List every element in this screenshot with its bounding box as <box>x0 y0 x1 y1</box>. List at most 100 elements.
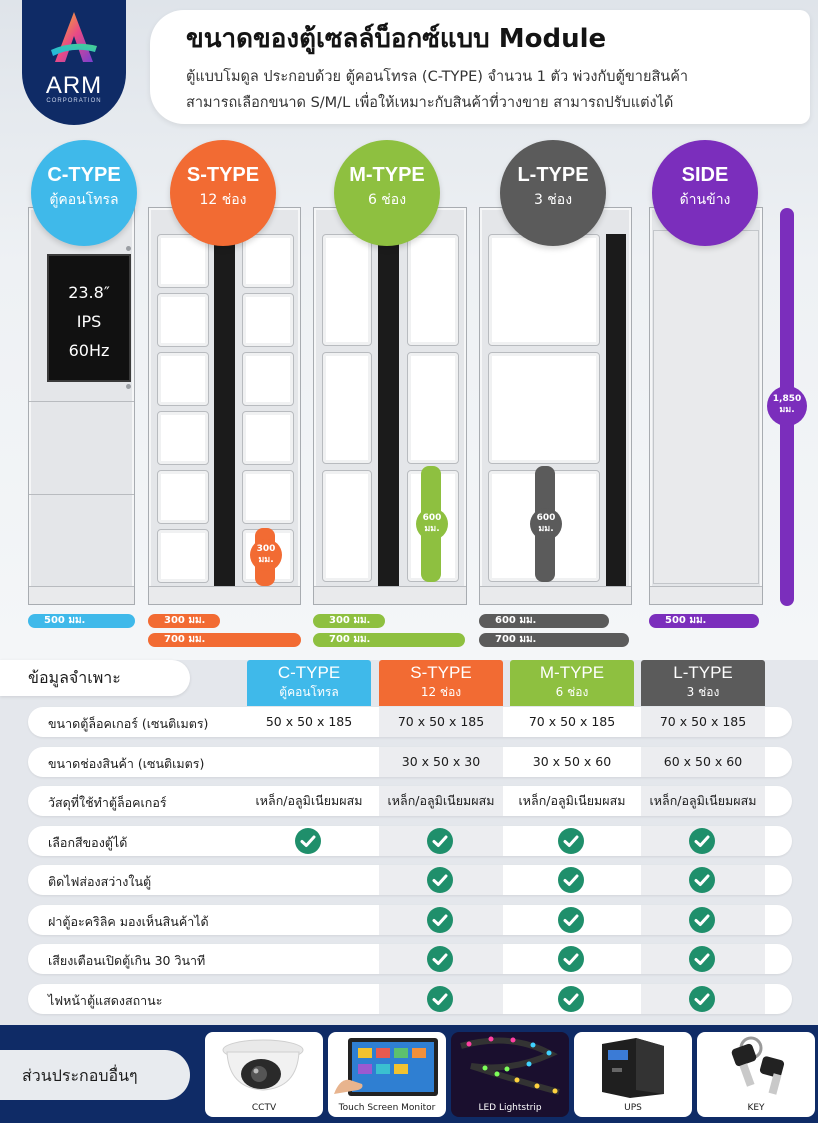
spec-cell <box>510 905 634 935</box>
screen-rate: 60Hz <box>68 341 110 360</box>
screen-panel: IPS <box>76 312 102 331</box>
dimension-value: 1,850 <box>772 394 802 404</box>
locker-compartment <box>407 352 459 464</box>
locker-compartment <box>488 234 600 346</box>
column-subtitle: ตู้คอนโทรล <box>279 685 339 699</box>
column-subtitle: 12 ช่อง <box>420 685 462 699</box>
cabinet-base <box>29 586 134 604</box>
check-icon <box>689 906 715 944</box>
cabinet-c-type: 23.8″ IPS 60Hz <box>28 207 135 605</box>
locker-compartment <box>157 411 209 465</box>
spec-cell <box>379 825 503 856</box>
dimension-unit: มม. <box>538 524 554 534</box>
check-icon <box>558 906 584 944</box>
spec-cell <box>510 944 634 974</box>
s-slot-width-bar: 300 มม. <box>148 614 220 628</box>
module-title: L-TYPE <box>517 164 589 186</box>
module-badge-side: SIDE ด้านข้าง <box>652 140 758 246</box>
spec-cell <box>641 825 765 856</box>
spec-row-label: วัสดุที่ใช้ทำตู้ล็อคเกอร์ <box>48 795 167 810</box>
check-icon <box>427 906 453 944</box>
touch-monitor-icon <box>334 1038 438 1096</box>
dimension-unit: มม. <box>779 405 795 415</box>
spec-cell: เหล็ก/อลูมิเนียมผสม <box>518 793 626 808</box>
spec-column-l-type: L-TYPE 3 ช่อง <box>641 660 765 706</box>
locker-compartment <box>157 293 209 347</box>
spec-cell <box>247 747 371 777</box>
locker-compartment <box>157 352 209 406</box>
spec-row-label: ขนาดตู้ล็อคเกอร์ (เซนติเมตร) <box>48 716 209 731</box>
check-icon <box>427 827 453 865</box>
spec-cell <box>510 826 634 856</box>
spec-cell: 50 x 50 x 185 <box>265 714 353 729</box>
dimension-value: 600 <box>422 513 442 523</box>
column-title: S-TYPE <box>410 663 472 682</box>
spec-column-c-type: C-TYPE ตู้คอนโทรล <box>247 660 371 706</box>
accessory-led-lightstrip: LED Lightstrip <box>451 1032 569 1117</box>
spec-cell <box>641 944 765 974</box>
dimension-value: 600 <box>536 513 556 523</box>
dimension-unit: มม. <box>258 555 274 565</box>
locker-compartment <box>407 234 459 346</box>
spec-row-label: ไฟหน้าตู้แสดงสถานะ <box>48 992 163 1008</box>
m-slot-width-bar: 300 มม. <box>313 614 385 628</box>
spec-cell: 30 x 50 x 30 <box>379 746 503 777</box>
check-icon <box>689 827 715 865</box>
s-slot-height-badge: 300 มม. <box>250 539 282 571</box>
locker-compartment <box>242 234 294 288</box>
check-icon <box>558 946 584 983</box>
locker-compartment <box>157 470 209 524</box>
spec-label-pill <box>0 660 190 696</box>
led-strip-icon <box>460 1036 560 1095</box>
spec-row: วัสดุที่ใช้ทำตู้ล็อคเกอร์ เหล็ก/อลูมิเนีย… <box>28 786 792 816</box>
spec-cell: 60 x 50 x 60 <box>641 746 765 777</box>
locker-compartment <box>322 352 372 464</box>
cabinet-side <box>649 207 763 605</box>
spec-row: ติดไฟส่องสว่างในตู้ <box>28 865 792 895</box>
hinge-dot <box>126 246 131 251</box>
header-panel <box>150 10 810 124</box>
cabinet-divider-bar <box>214 234 235 586</box>
page-title: ขนาดของตู้เซลล์บ็อกซ์แบบ Module <box>186 24 607 54</box>
locker-compartment <box>488 352 600 464</box>
spec-cell <box>247 905 371 935</box>
key-icon <box>731 1036 785 1095</box>
module-subtitle: ตู้คอนโทรล <box>49 192 119 208</box>
spec-cell: 30 x 50 x 60 <box>532 753 612 769</box>
accessories-label-pill <box>0 1050 190 1100</box>
module-subtitle: ด้านข้าง <box>679 192 731 208</box>
accessory-label: KEY <box>747 1103 765 1113</box>
column-title: L-TYPE <box>673 663 733 682</box>
spec-cell <box>379 944 503 974</box>
accessory-label: UPS <box>624 1103 642 1113</box>
page-subtitle: ตู้แบบโมดูล ประกอบด้วย ตู้คอนโทรล (C-TYP… <box>186 64 806 116</box>
spec-cell: เหล็ก/อลูมิเนียมผสม <box>255 793 363 808</box>
dimension-unit: มม. <box>424 524 440 534</box>
brand-name: ARM <box>45 72 103 99</box>
locker-compartment <box>157 529 209 583</box>
locker-compartment <box>242 352 294 406</box>
spec-cell <box>510 865 634 895</box>
ups-icon <box>602 1038 664 1098</box>
check-icon <box>558 867 584 904</box>
arm-logo-icon <box>51 12 97 62</box>
locker-compartment <box>242 293 294 347</box>
accessory-key: KEY <box>697 1032 815 1117</box>
l-width-bar: 700 มม. <box>479 633 629 647</box>
accessory-cctv: CCTV <box>205 1032 323 1117</box>
check-icon <box>689 985 715 1023</box>
spec-cell: เหล็ก/อลูมิเนียมผสม <box>379 786 503 816</box>
dimension-value: 300 <box>256 544 276 554</box>
locker-compartment <box>322 234 372 346</box>
subtitle-line-2: สามารถเลือกขนาด S/M/L เพื่อให้เหมาะกับสิ… <box>186 95 674 111</box>
spec-row: เลือกสีของตู้ได้ <box>28 825 792 856</box>
spec-row: ฝาตู้อะคริลิค มองเห็นสินค้าได้ <box>28 904 792 935</box>
cabinet-base <box>149 586 300 604</box>
cabinet-base <box>650 586 762 604</box>
spec-cell: 70 x 50 x 185 <box>528 714 616 729</box>
locker-compartment <box>157 234 209 288</box>
spec-row-label: ติดไฟส่องสว่างในตู้ <box>48 874 152 889</box>
check-icon <box>427 946 453 983</box>
check-icon <box>427 867 453 904</box>
